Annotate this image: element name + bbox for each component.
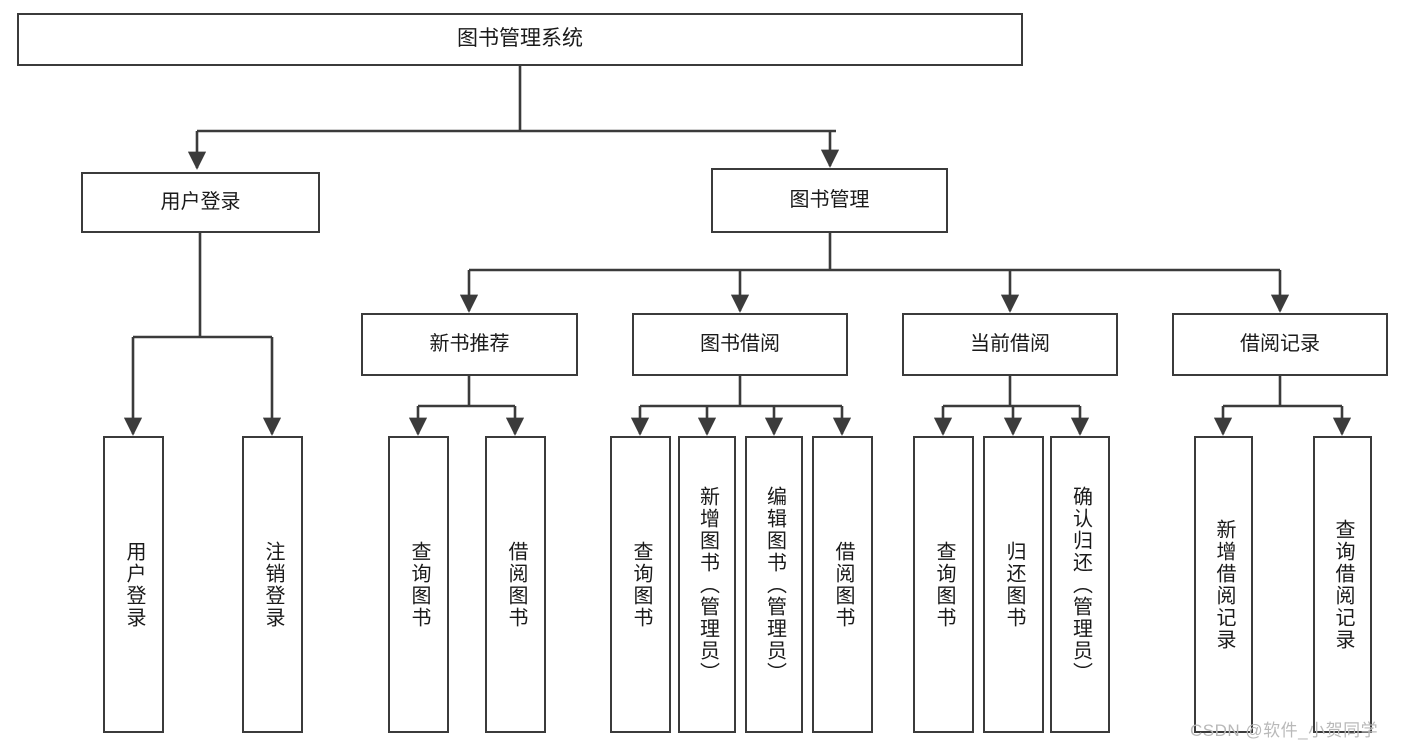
node-borrow-record[interactable]: 借阅记录	[1172, 313, 1388, 376]
node-leaf-add-record[interactable]: 新增借阅记录	[1194, 436, 1253, 733]
node-leaf-logout-label: 注销登录	[262, 540, 284, 629]
node-current-borrow[interactable]: 当前借阅	[902, 313, 1118, 376]
node-leaf-return-book-label: 归还图书	[1003, 540, 1025, 629]
node-leaf-borrow-book-2[interactable]: 借阅图书	[812, 436, 873, 733]
node-leaf-logout[interactable]: 注销登录	[242, 436, 303, 733]
node-leaf-confirm-return[interactable]: 确认归还（管理员）	[1050, 436, 1110, 733]
node-leaf-borrow-book-1[interactable]: 借阅图书	[485, 436, 546, 733]
node-user-login[interactable]: 用户登录	[81, 172, 320, 233]
node-book-borrow-label: 图书借阅	[700, 333, 780, 355]
node-leaf-return-book[interactable]: 归还图书	[983, 436, 1044, 733]
node-leaf-query-book-2-label: 查询图书	[630, 540, 652, 629]
node-borrow-record-label: 借阅记录	[1240, 333, 1320, 355]
node-leaf-edit-book[interactable]: 编辑图书（管理员）	[745, 436, 803, 733]
csdn-watermark: CSDN @软件_小贺同学	[1190, 721, 1379, 740]
node-root[interactable]: 图书管理系统	[17, 13, 1023, 66]
node-leaf-query-book-2[interactable]: 查询图书	[610, 436, 671, 733]
node-new-book-recommend[interactable]: 新书推荐	[361, 313, 578, 376]
node-book-borrow[interactable]: 图书借阅	[632, 313, 848, 376]
node-leaf-query-record-label: 查询借阅记录	[1332, 518, 1354, 651]
node-new-book-recommend-label: 新书推荐	[429, 333, 510, 355]
node-leaf-add-book[interactable]: 新增图书（管理员）	[678, 436, 736, 733]
node-leaf-confirm-return-label: 确认归还（管理员）	[1069, 485, 1092, 684]
node-leaf-query-book-3[interactable]: 查询图书	[913, 436, 974, 733]
node-leaf-user-login[interactable]: 用户登录	[103, 436, 164, 733]
node-leaf-query-book-1[interactable]: 查询图书	[388, 436, 449, 733]
node-leaf-add-record-label: 新增借阅记录	[1213, 518, 1235, 651]
node-leaf-borrow-book-1-label: 借阅图书	[505, 540, 527, 629]
node-leaf-query-record[interactable]: 查询借阅记录	[1313, 436, 1372, 733]
node-leaf-user-login-label: 用户登录	[123, 540, 145, 629]
node-leaf-query-book-1-label: 查询图书	[408, 540, 430, 629]
node-current-borrow-label: 当前借阅	[970, 333, 1050, 355]
node-book-manage[interactable]: 图书管理	[711, 168, 948, 233]
node-root-label: 图书管理系统	[457, 27, 583, 51]
node-book-manage-label: 图书管理	[789, 189, 870, 211]
node-user-login-label: 用户登录	[160, 191, 241, 213]
node-leaf-borrow-book-2-label: 借阅图书	[832, 540, 854, 629]
node-leaf-query-book-3-label: 查询图书	[933, 540, 955, 629]
node-leaf-edit-book-label: 编辑图书（管理员）	[763, 485, 786, 684]
node-leaf-add-book-label: 新增图书（管理员）	[696, 485, 719, 684]
